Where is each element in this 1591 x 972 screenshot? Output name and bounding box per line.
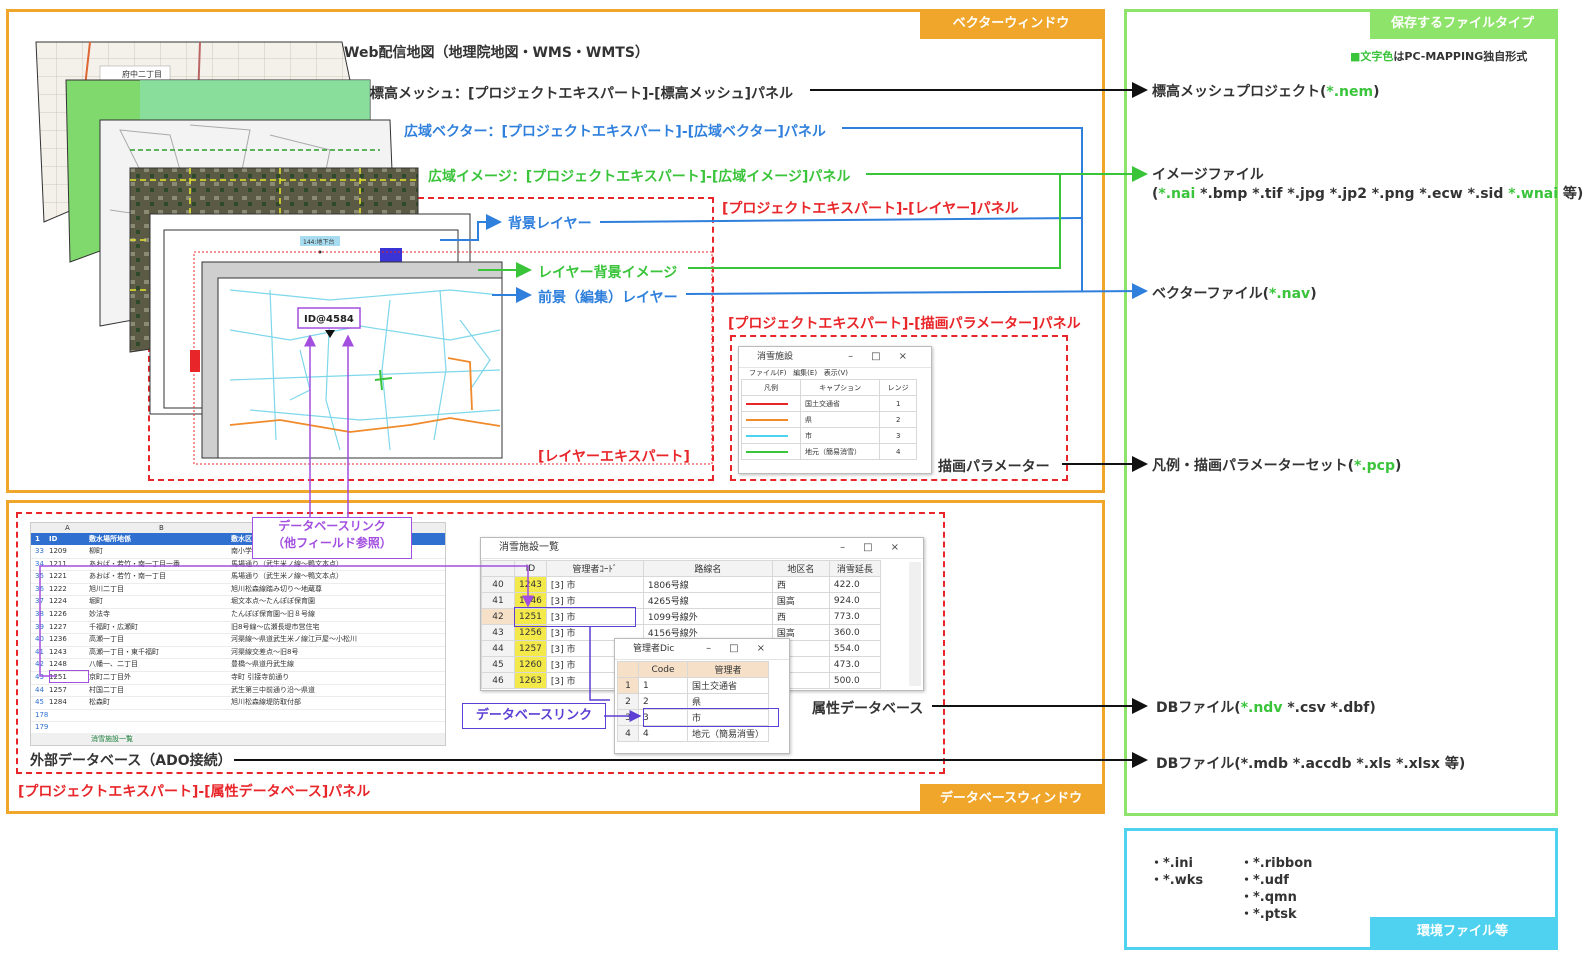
label-layer-expert: [レイヤーエキスパート] (538, 449, 690, 465)
filetype-vector: ベクターファイル(*.nav) (1152, 286, 1317, 302)
draw-param-menu: ファイル(F) 編集(E) 表示(V) (749, 367, 848, 379)
window-controls[interactable]: –□× (840, 542, 917, 553)
draw-param-window-title: 消雪施設 –□× (739, 347, 931, 368)
draw-param-panel-frame (730, 335, 1068, 481)
table-row[interactable]: 地元（簡易消雪）4 (741, 443, 917, 460)
filetype-image-title: イメージファイル (1152, 167, 1264, 183)
label-layer-background-image: レイヤー背景イメージ (538, 265, 678, 281)
save-types-tag: 保存するファイルタイプ (1370, 9, 1555, 39)
vector-window-tag: ベクターウィンドウ (920, 9, 1102, 39)
filetype-legend: 凡例・描画パラメーターセット(*.pcp) (1152, 458, 1402, 474)
env-files-col1: ・*.ini・*.wks (1150, 856, 1204, 888)
label-elevation-mesh: 標高メッシュ：[プロジェクトエキスパート]-[標高メッシュ]パネル (370, 86, 793, 102)
table-header: 凡例キャプションレンジ (741, 379, 917, 396)
filetype-image-list: (*.nai *.bmp *.tif *.jpg *.jp2 *.png *.e… (1152, 186, 1584, 202)
label-attr-db: 属性データベース (812, 701, 924, 717)
window-controls[interactable]: –□× (848, 351, 925, 362)
feature-code-label: ID@4584 (304, 314, 354, 325)
sheet-tab[interactable]: 消雪施設一覧 (91, 733, 133, 745)
layer-stack-illustration: 府中二丁目 144:地下台 ID@4584 (35, 41, 713, 465)
env-files-col2: ・*.ribbon・*.udf・*.qmn・*.ptsk (1240, 856, 1313, 922)
label-wide-vector: 広域ベクター：[プロジェクトエキスパート]-[広域ベクター]パネル (404, 124, 826, 140)
menu-edit[interactable]: 編集(E) (793, 369, 818, 377)
menu-view[interactable]: 表示(V) (823, 369, 849, 377)
window-controls[interactable]: –□× (706, 643, 783, 654)
filetype-elevation: 標高メッシュプロジェクト(*.nem) (1152, 84, 1380, 100)
label-background-layer: 背景レイヤー (508, 216, 592, 232)
database-window-frame (6, 500, 1105, 814)
map-tag-label: 144:地下台 (303, 238, 334, 246)
draw-param-window: 消雪施設 –□× ファイル(F) 編集(E) 表示(V) 凡例キャプションレンジ… (738, 346, 932, 474)
label-foreground-layer: 前景（編集）レイヤー (538, 290, 678, 306)
vector-window-frame (6, 9, 1105, 493)
env-files-frame (1124, 828, 1558, 950)
label-draw-param: 描画パラメーター (938, 459, 1050, 475)
table-row[interactable]: 178 (31, 709, 445, 723)
label-web-map: Web配信地図（地理院地図・WMS・WMTS） (344, 45, 649, 61)
label-wide-image: 広域イメージ：[プロジェクトエキスパート]-[広域イメージ]パネル (428, 169, 851, 185)
database-window-tag: データベースウィンドウ (920, 784, 1102, 814)
facility-row-highlight (514, 607, 636, 627)
label-layer-panel: [プロジェクトエキスパート]-[レイヤー]パネル (722, 201, 1019, 217)
env-files-tag: 環境ファイル等 (1370, 917, 1555, 947)
db-link-box: データベースリンク (462, 703, 606, 729)
filetype-db-attr: DBファイル(*.ndv *.csv *.dbf) (1156, 700, 1376, 716)
dic-window-title: 管理者Dic –□× (615, 639, 789, 660)
map-street-label: 府中二丁目 (122, 69, 162, 79)
legend-note: ■文字色はPC-MAPPING独自形式 (1350, 50, 1528, 63)
menu-file[interactable]: ファイル(F) (749, 369, 787, 377)
filetype-db-external: DBファイル(*.mdb *.accdb *.xls *.xlsx 等) (1156, 756, 1466, 772)
feature-code-box (297, 307, 361, 329)
save-types-frame (1124, 9, 1558, 816)
facility-window-title: 消雪施設一覧 –□× (481, 538, 923, 559)
label-external-db: 外部データベース（ADO接続） (30, 753, 232, 769)
db-link-other-box: データベースリンク （他フィールド参照） (252, 517, 412, 559)
label-draw-param-panel: [プロジェクトエキスパート]-[描画パラメーター]パネル (728, 316, 1081, 332)
dic-row-highlight (643, 708, 779, 727)
label-attr-db-panel: [プロジェクトエキスパート]-[属性データベース]パネル (18, 784, 371, 800)
attr-db-panel-frame (16, 512, 945, 774)
